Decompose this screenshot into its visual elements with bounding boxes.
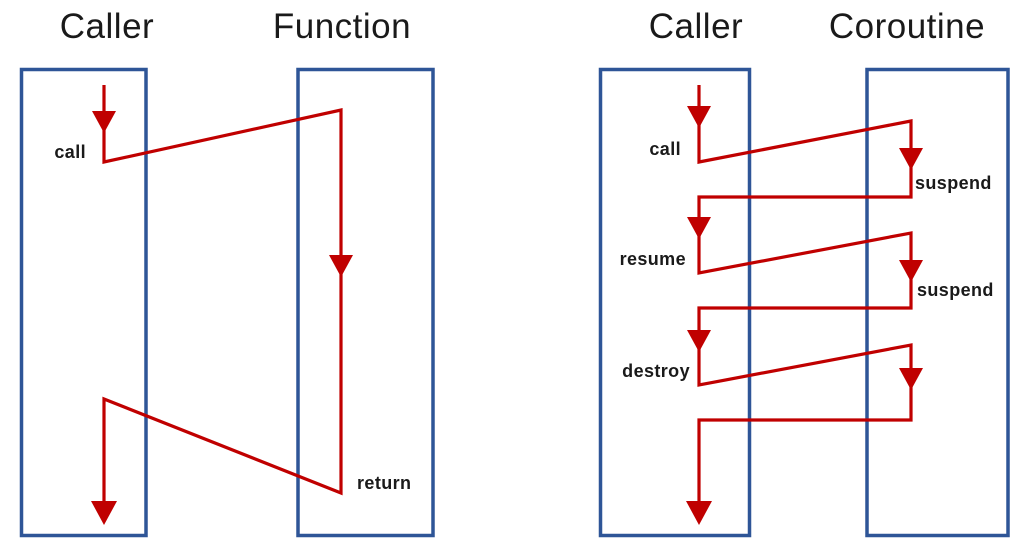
right-resume-label: resume <box>619 249 686 269</box>
right-caller-final-arrowhead-icon <box>686 501 712 525</box>
right-coroutine-lane-box <box>865 67 1010 538</box>
right-caller-destroy-arrowhead-icon <box>687 330 711 352</box>
right-caller-title: Caller <box>648 7 744 46</box>
right-destroy-label: destroy <box>622 361 690 381</box>
right-caller-lane-box <box>598 67 752 538</box>
left-function-lane-box <box>296 67 435 538</box>
left-caller-final-arrowhead-icon <box>91 501 117 525</box>
left-call-label: call <box>54 142 86 162</box>
left-control-flow-line <box>102 85 343 521</box>
right-caller-entry-arrowhead-icon <box>687 106 711 128</box>
right-call-label: call <box>649 139 681 159</box>
right-suspend2-label: suspend <box>917 280 994 300</box>
right-coroutine-title: Coroutine <box>828 7 986 46</box>
right-suspend1-label: suspend <box>915 173 992 193</box>
left-function-title: Function <box>272 7 412 46</box>
right-control-flow-line <box>697 85 913 521</box>
right-coroutine-second-arrowhead-icon <box>899 260 923 282</box>
right-coroutine-first-arrowhead-icon <box>899 148 923 170</box>
right-caller-resume-arrowhead-icon <box>687 217 711 239</box>
left-caller-entry-arrowhead-icon <box>92 111 116 133</box>
left-caller-lane-box <box>19 67 148 538</box>
right-coroutine-third-arrowhead-icon <box>899 368 923 390</box>
left-function-body-arrowhead-icon <box>329 255 353 277</box>
left-caller-title: Caller <box>59 7 155 46</box>
left-return-label: return <box>357 473 412 493</box>
